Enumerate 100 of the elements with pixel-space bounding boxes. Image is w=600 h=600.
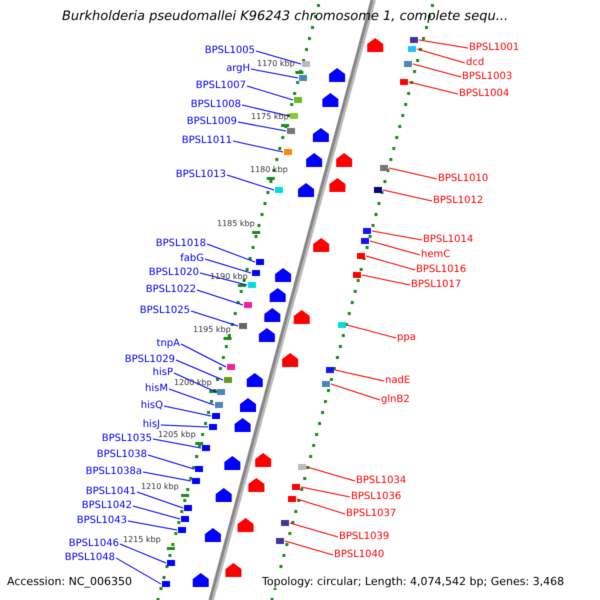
gene-block [290, 113, 298, 119]
gene-block [227, 364, 235, 370]
gene-block [244, 302, 252, 308]
scale-label: 1170 kbp [257, 58, 295, 70]
gene-block [292, 484, 300, 490]
leader-line [250, 68, 298, 78]
gene-block [195, 466, 203, 472]
gene-name: BPSL1016 [416, 264, 466, 276]
gene-block [276, 538, 284, 544]
gene-name: BPSL1046 [68, 538, 119, 550]
gene-name: BPSL1010 [438, 173, 488, 185]
gene-name: BPSL1041 [86, 486, 136, 498]
gene-name: hisP [152, 367, 173, 379]
gene-block [361, 238, 369, 244]
gene-block [275, 187, 283, 193]
gene-block [178, 527, 186, 533]
gene-block [192, 478, 200, 484]
scale-label: 1195 kbp [193, 324, 231, 336]
leader-line [180, 344, 226, 368]
gene-name: dcd [466, 57, 484, 69]
gene-block [281, 520, 289, 526]
leader-line [168, 388, 214, 406]
scale-label: 1210 kbp [141, 481, 179, 493]
leader-line [116, 558, 162, 584]
gene-block [212, 413, 220, 419]
gene-name: BPSL1025 [140, 305, 190, 317]
scale-label: 1175 kbp [251, 111, 289, 123]
gene-block [302, 61, 310, 67]
leader-line [174, 372, 216, 392]
leader-line [176, 360, 224, 380]
leader-line [370, 240, 420, 256]
gene-name: BPSL1004 [459, 88, 510, 100]
leader-line [232, 140, 284, 152]
gene-name: BPSL1034 [356, 475, 406, 487]
leader-line [246, 86, 294, 100]
gene-name: BPSL1017 [411, 279, 462, 291]
gene-name: glnB2 [381, 394, 410, 406]
accession-text: Accession: NC_006350 [7, 576, 132, 588]
gene-block [215, 402, 223, 408]
gene-block [287, 128, 295, 134]
leader-line [128, 520, 178, 530]
gene-name: BPSL1038 [96, 449, 147, 461]
leader-line [388, 168, 438, 180]
leader-line [372, 230, 422, 240]
gene-name: BPSL1022 [146, 284, 196, 296]
leader-line [306, 466, 356, 482]
gene-name: hemC [421, 249, 450, 261]
gene-block [380, 165, 388, 171]
scale-label: 1205 kbp [158, 429, 196, 441]
gene-name: BPSL1040 [334, 549, 384, 561]
leader-line [164, 406, 212, 416]
gene-block [400, 79, 408, 85]
gene-block [217, 389, 225, 395]
gene-block [167, 560, 175, 566]
gene-name: BPSL1014 [423, 234, 474, 246]
gene-name: BPSL1039 [339, 531, 390, 543]
leader-line [148, 454, 194, 470]
gene-name: BPSL1005 [204, 45, 255, 57]
gene-name: argH [226, 63, 250, 75]
gene-name: BPSL1020 [148, 267, 199, 279]
gene-name: BPSL1029 [124, 354, 175, 366]
gene-block [294, 97, 302, 103]
gene-block [298, 464, 306, 470]
gene-name: BPSL1042 [82, 500, 132, 512]
leader-line [362, 274, 410, 286]
leader-line [412, 64, 462, 78]
gene-block [357, 253, 365, 259]
leader-line [190, 310, 238, 326]
gene-block [408, 46, 416, 52]
leader-line [204, 258, 252, 274]
gene-block [363, 228, 371, 234]
gene-block [202, 445, 210, 451]
gene-name: nadE [385, 375, 410, 387]
gene-name: hisJ [142, 419, 160, 431]
gene-name: BPSL1012 [433, 195, 484, 207]
gene-block [256, 259, 264, 265]
leader-line [238, 122, 286, 132]
leader-line [290, 522, 338, 538]
gene-name: BPSL1036 [351, 491, 402, 503]
gene-name: BPSL1043 [76, 515, 127, 527]
leader-line [346, 324, 396, 338]
scale-label: 1200 kbp [174, 377, 212, 389]
topology-text: Topology: circular; Length: 4,074,542 bp; Genes: 3,468 [262, 576, 564, 588]
leader-line [416, 48, 466, 64]
gene-name: BPSL1035 [102, 433, 152, 445]
gene-name: hisM [145, 383, 168, 395]
gene-name: BPSL1038a [86, 466, 142, 478]
leader-line [366, 256, 416, 270]
leader-line [382, 190, 432, 202]
gene-name: BPSL1009 [186, 116, 237, 128]
leader-line [132, 506, 180, 520]
scale-label: 1180 kbp [250, 164, 288, 176]
leader-line [256, 50, 302, 64]
leader-line [160, 424, 208, 428]
gene-name: fabG [180, 253, 204, 265]
gene-name: BPSL1037 [346, 508, 396, 520]
gene-block [322, 381, 330, 387]
leader-line [136, 492, 184, 508]
gene-block [338, 322, 346, 328]
leader-line [330, 384, 380, 400]
